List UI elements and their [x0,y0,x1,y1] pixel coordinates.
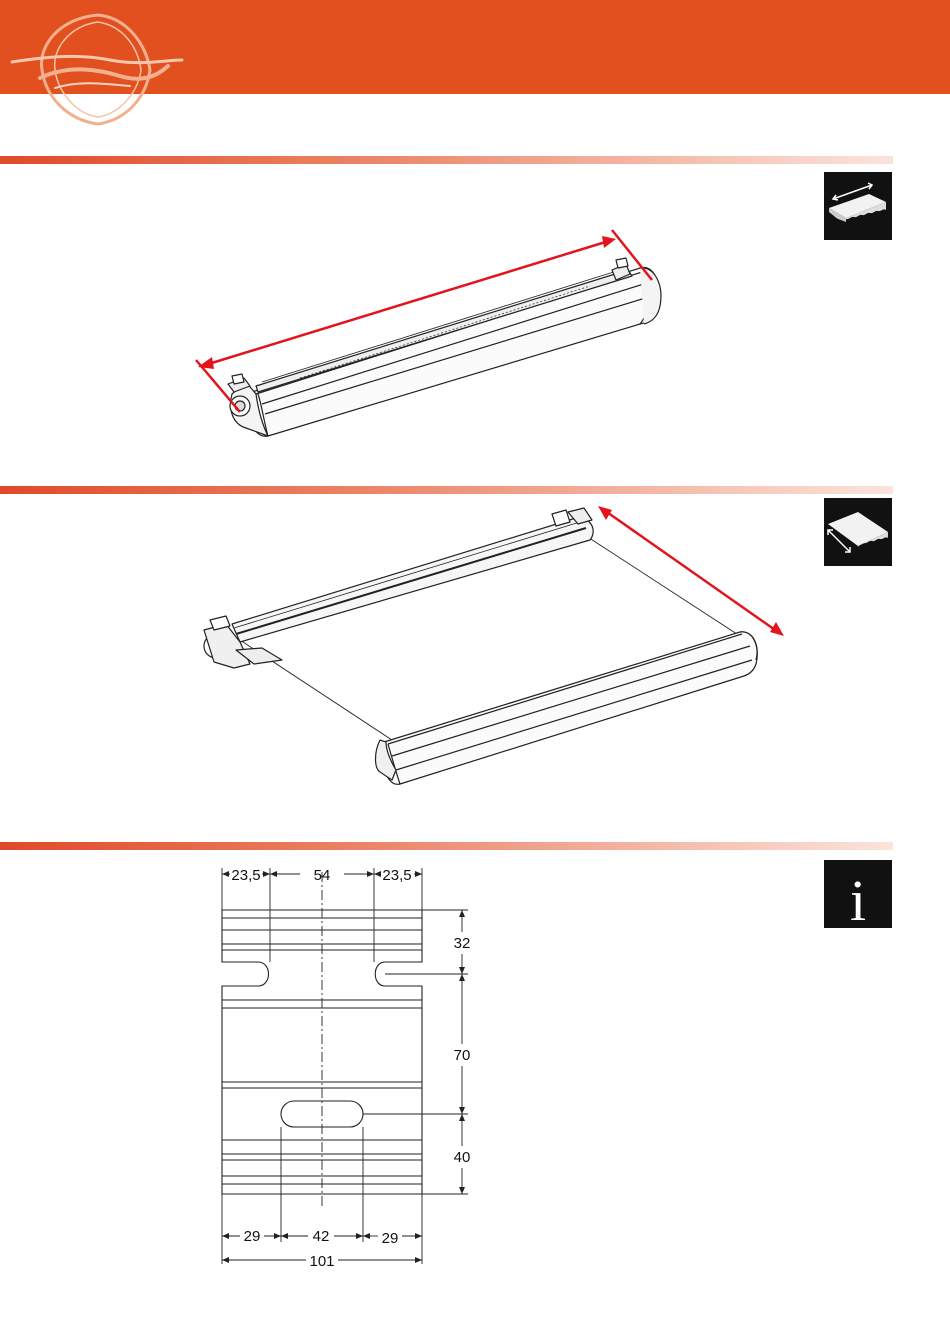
dim-bottom-right: 29 [382,1230,399,1247]
dim-top-left: 23,5 [231,867,260,884]
dim-top-right: 23,5 [382,867,411,884]
dim-top-middle: 54 [314,867,331,884]
dim-right-top: 32 [454,935,471,952]
dim-bottom-total: 101 [309,1253,334,1270]
dim-right-middle: 70 [454,1047,471,1064]
dim-bottom-middle: 42 [313,1228,330,1245]
dim-bottom-left: 29 [244,1228,261,1245]
dim-right-bottom: 40 [454,1149,471,1166]
